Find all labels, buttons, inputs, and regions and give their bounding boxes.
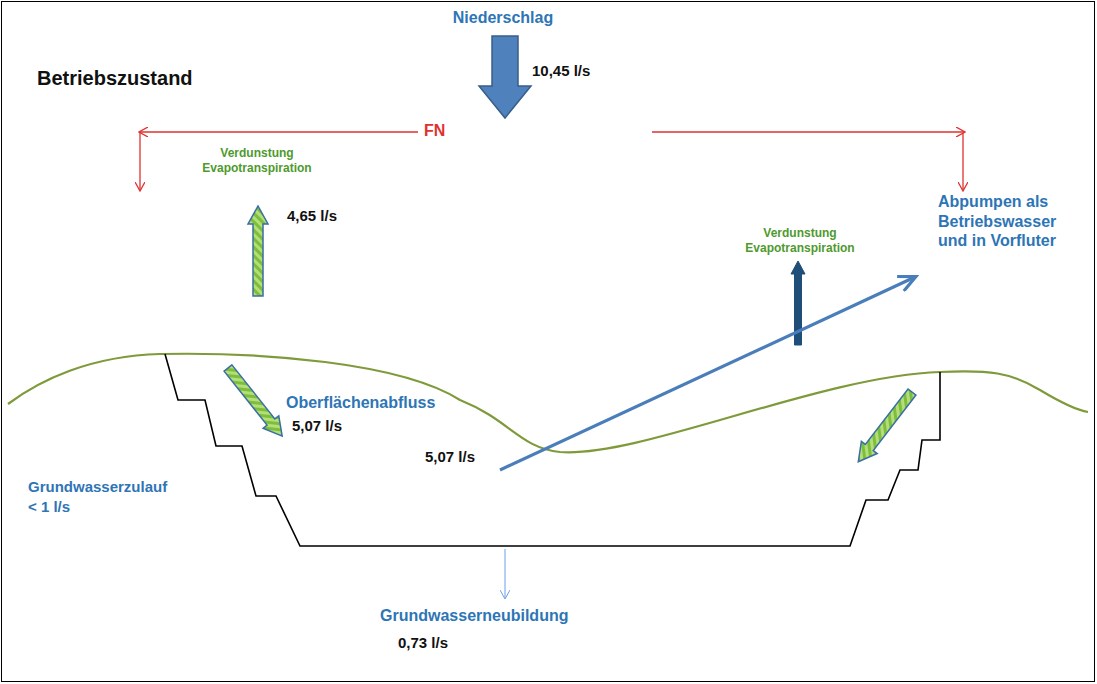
flow-value: 5,07 l/s — [292, 417, 342, 435]
flow-label: Grundwasserzulauf — [28, 478, 167, 496]
catchment-arrows — [140, 132, 964, 190]
flow-label: Verdunstung Evapotranspiration — [735, 226, 865, 255]
area-label: FN — [424, 121, 445, 141]
diagram-title: Betriebszustand — [37, 66, 193, 90]
pit-outline — [165, 354, 940, 546]
flow-value: 0,73 l/s — [398, 634, 448, 652]
flow-value: 10,45 l/s — [532, 62, 590, 80]
evaporation-arrow — [248, 206, 268, 296]
flow-label: Niederschlag — [453, 8, 553, 28]
terrain-line — [8, 354, 1088, 453]
flow-label: Grundwasserneubildung — [380, 606, 568, 626]
runoff-arrow — [850, 386, 920, 468]
flow-value: 4,65 l/s — [287, 207, 337, 225]
flow-label: Verdunstung Evapotranspiration — [192, 146, 322, 175]
recharge-arrow — [505, 549, 506, 598]
runoff-arrow — [220, 362, 290, 443]
flow-value: 5,07 l/s — [425, 448, 475, 466]
pumping-arrow — [500, 277, 915, 470]
precipitation-arrow — [479, 36, 531, 118]
flow-label: Abpumpen als Betriebswasser und in Vorfl… — [938, 192, 1080, 251]
flow-label: Oberflächenabfluss — [286, 393, 435, 413]
flow-value: < 1 l/s — [28, 498, 70, 516]
